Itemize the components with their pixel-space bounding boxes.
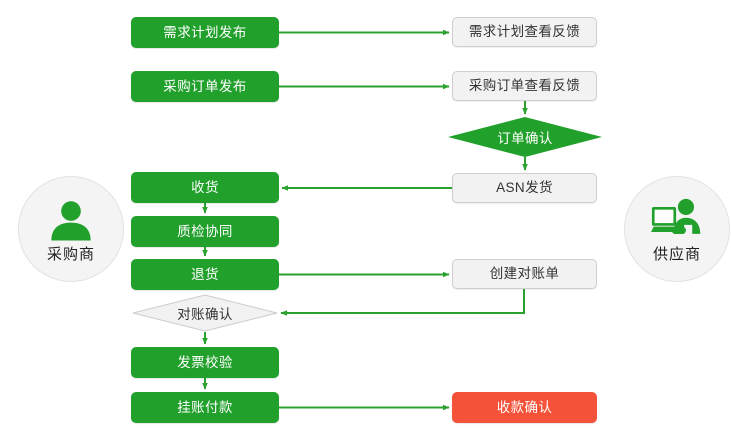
node-label: 挂账付款 xyxy=(177,399,233,415)
node-label: 对账确认 xyxy=(177,307,233,322)
diamond-shape xyxy=(132,294,278,332)
node-create-statement[interactable]: 创建对账单 xyxy=(452,259,597,289)
actor-buyer-label: 采购商 xyxy=(46,245,95,263)
node-payment-posting[interactable]: 挂账付款 xyxy=(131,392,279,423)
node-label: 采购订单发布 xyxy=(163,78,247,94)
node-receive-goods[interactable]: 收货 xyxy=(131,172,279,203)
node-label: 需求计划查看反馈 xyxy=(468,24,581,40)
node-receipt-confirm[interactable]: 收款确认 xyxy=(452,392,597,423)
node-label: 收货 xyxy=(191,179,219,195)
node-label: 发票校验 xyxy=(177,354,233,370)
node-label: 收款确认 xyxy=(496,399,553,415)
actor-supplier[interactable]: 供应商 xyxy=(624,176,730,282)
node-label: 退货 xyxy=(191,266,219,282)
node-label: 采购订单查看反馈 xyxy=(468,78,581,94)
node-demand-plan-feedback[interactable]: 需求计划查看反馈 xyxy=(452,17,597,47)
node-statement-confirm[interactable]: 对账确认 xyxy=(132,294,278,332)
node-demand-plan-publish[interactable]: 需求计划发布 xyxy=(131,17,279,48)
edge-statement-to-confirm xyxy=(280,289,525,316)
node-label: ASN发货 xyxy=(496,180,553,196)
node-po-feedback[interactable]: 采购订单查看反馈 xyxy=(452,71,597,101)
node-quality-collab[interactable]: 质检协同 xyxy=(131,216,279,247)
node-po-publish[interactable]: 采购订单发布 xyxy=(131,71,279,102)
node-return-goods[interactable]: 退货 xyxy=(131,259,279,290)
node-invoice-verify[interactable]: 发票校验 xyxy=(131,347,279,378)
diamond-shape xyxy=(448,117,602,157)
person-icon xyxy=(43,195,99,241)
actor-buyer[interactable]: 采购商 xyxy=(18,176,124,282)
node-label: 订单确认 xyxy=(497,131,553,146)
node-asn-shipment[interactable]: ASN发货 xyxy=(452,173,597,203)
person-at-computer-icon xyxy=(649,195,705,241)
node-order-confirm[interactable]: 订单确认 xyxy=(448,117,602,157)
node-label: 质检协同 xyxy=(177,223,233,239)
node-label: 创建对账单 xyxy=(489,266,560,282)
actor-supplier-label: 供应商 xyxy=(652,245,701,263)
node-label: 需求计划发布 xyxy=(163,24,247,40)
